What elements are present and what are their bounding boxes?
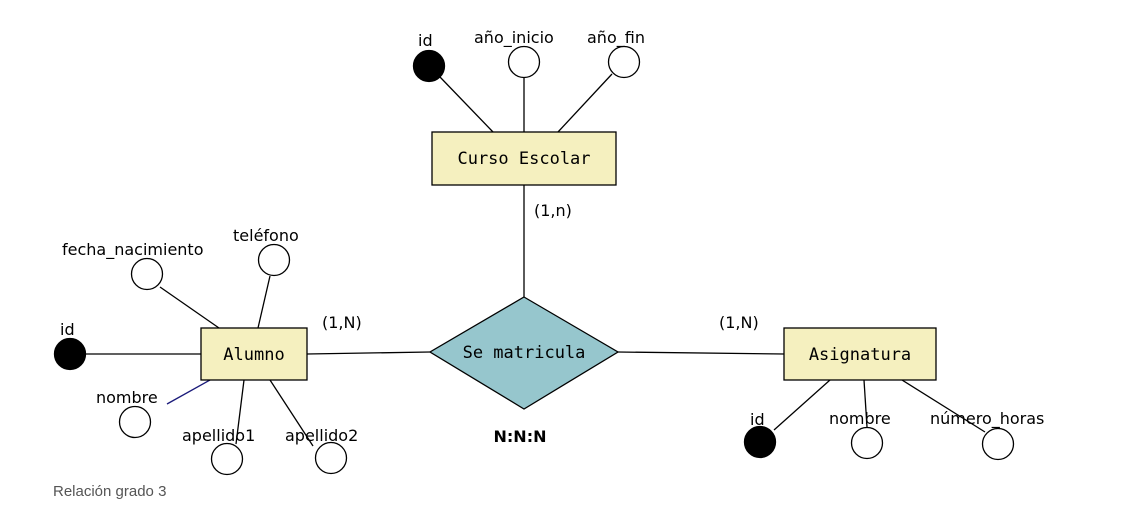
attribute-alumno-fecha-nacimiento-circle [130, 257, 164, 291]
connector-alumno-apellido1 [235, 379, 245, 445]
entity-curso-escolar-label: Curso Escolar [457, 149, 590, 169]
relationship-label: Se matricula [463, 343, 586, 363]
attribute-curso-ano-inicio-circle [507, 45, 541, 79]
attribute-alumno-nombre-circle [118, 405, 152, 439]
key-attribute-alumno-id-circle [53, 337, 87, 371]
connector-alumno-apellido2 [269, 379, 314, 447]
connector-asignatura-numero-horas [901, 379, 986, 433]
attribute-alumno-nombre-label: nombre [96, 388, 158, 407]
attribute-alumno-telefono-circle [257, 243, 291, 277]
attribute-curso-ano-inicio-label: año_inicio [474, 28, 554, 48]
attribute-asignatura-numero-horas-circle [981, 427, 1015, 461]
connector-asignatura-id [773, 379, 831, 431]
key-attribute-asignatura-id-circle [743, 425, 777, 459]
attribute-asignatura-id-label: id [750, 410, 765, 429]
entity-curso-escolar [431, 131, 617, 186]
connector-alumno-telefono [257, 275, 271, 329]
connector-curso-ano-fin [557, 73, 613, 133]
entity-alumno-label: Alumno [223, 345, 284, 365]
attribute-alumno-apellido1-label: apellido1 [182, 426, 255, 445]
figure-caption: Relación grado 3 [53, 483, 167, 500]
entity-asignatura-label: Asignatura [809, 345, 911, 365]
attribute-alumno-telefono-label: teléfono [233, 226, 299, 245]
attribute-alumno-apellido1-circle [210, 442, 244, 476]
attribute-alumno-fecha-nacimiento-label: fecha_nacimiento [62, 240, 203, 260]
connector-alumno-nombre [166, 379, 211, 405]
connector-relationship-asignatura [617, 351, 785, 355]
entity-alumno [200, 327, 308, 381]
cardinality-asignatura: (1,N) [719, 313, 759, 332]
attribute-alumno-apellido2-label: apellido2 [285, 426, 358, 445]
attribute-asignatura-nombre-circle [850, 426, 884, 460]
entity-asignatura [783, 327, 937, 381]
attribute-alumno-id-label: id [60, 320, 75, 339]
attribute-curso-ano-fin-label: año_fin [587, 28, 645, 48]
connector-alumno-relationship [306, 351, 431, 355]
relationship-degree-label: N:N:N [494, 427, 547, 446]
cardinality-alumno: (1,N) [322, 313, 362, 332]
key-attribute-curso-id-circle [412, 49, 446, 83]
attribute-asignatura-numero-horas-label: número_horas [930, 409, 1044, 429]
attribute-alumno-apellido2-circle [314, 441, 348, 475]
attribute-curso-ano-fin-circle [607, 45, 641, 79]
attribute-asignatura-nombre-label: nombre [829, 409, 891, 428]
connector-alumno-fecha-nacimiento [159, 286, 220, 329]
relationship-diamond [428, 296, 620, 410]
attribute-curso-id-label: id [418, 31, 433, 50]
cardinality-curso-escolar: (1,n) [534, 201, 572, 220]
connector-asignatura-nombre [863, 379, 868, 428]
connector-curso-id [439, 76, 494, 133]
